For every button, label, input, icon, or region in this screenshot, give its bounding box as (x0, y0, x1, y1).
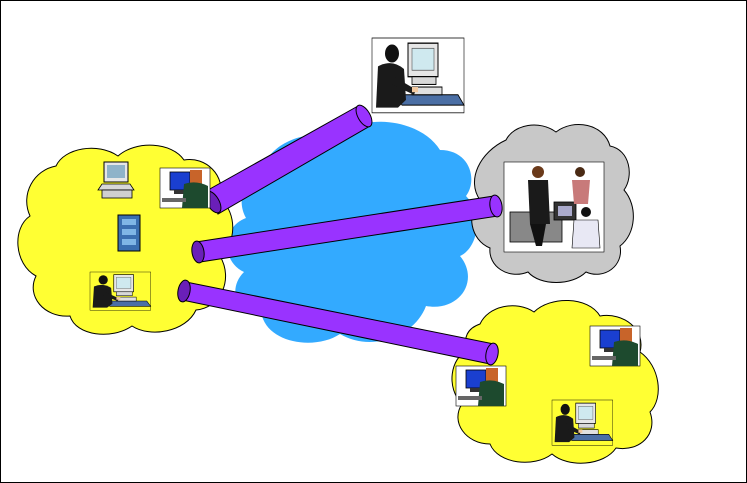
person-at-computer-icon (590, 326, 640, 366)
office-team-icon (504, 162, 604, 252)
person-at-computer-icon (456, 366, 506, 406)
server-tower-icon (118, 215, 140, 251)
person-at-computer-icon (160, 168, 210, 208)
